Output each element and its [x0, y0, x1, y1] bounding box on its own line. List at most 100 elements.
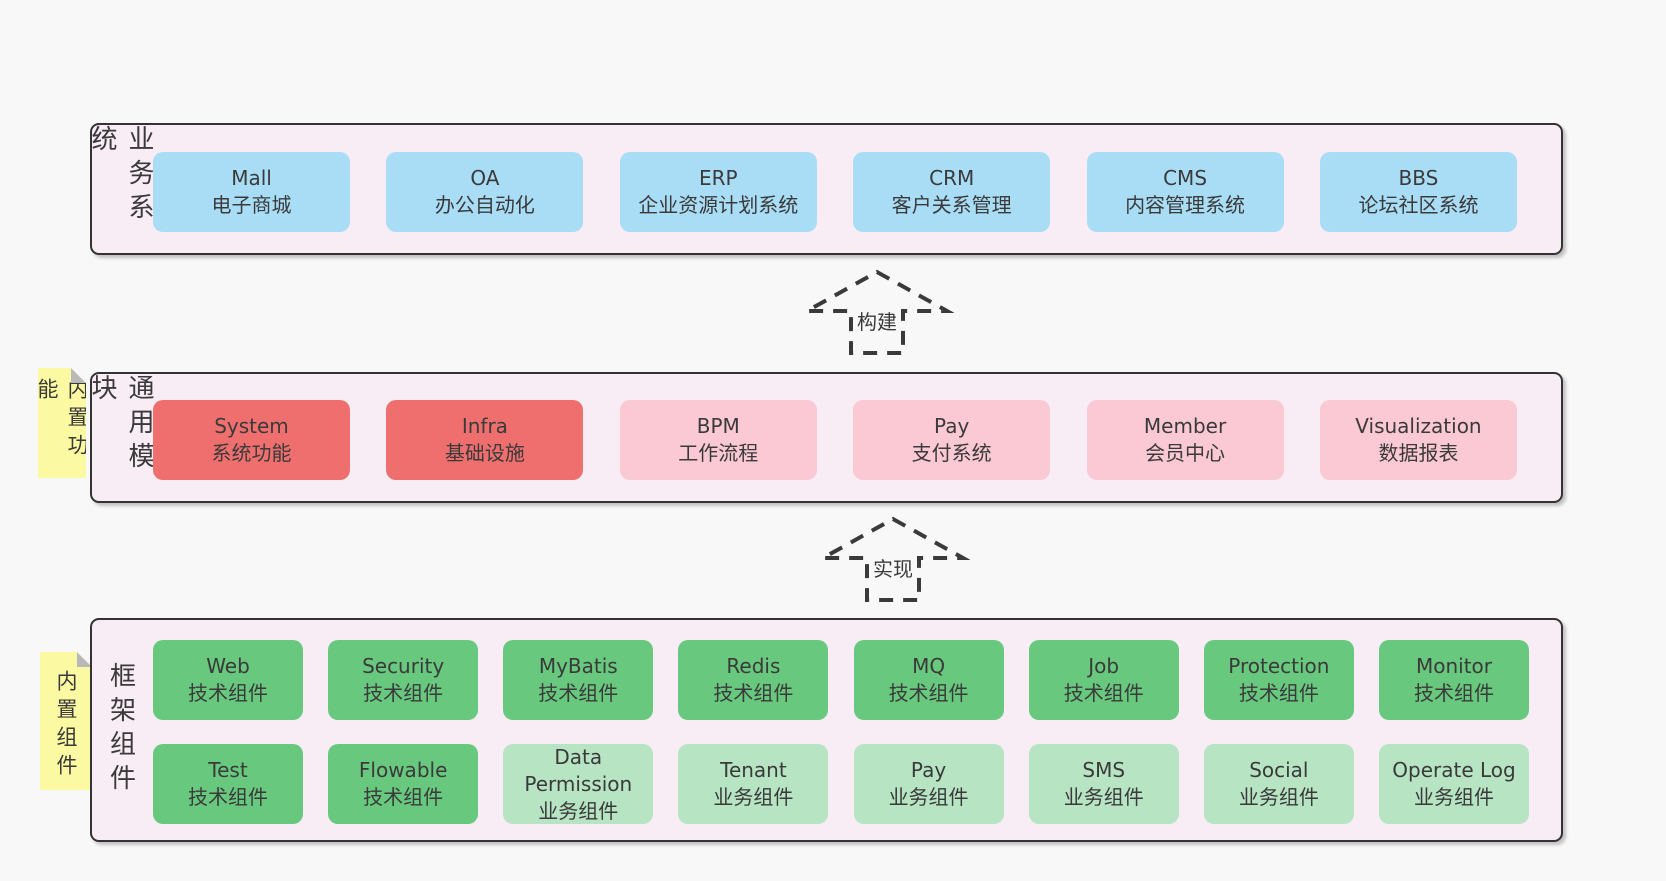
box-monitor: Monitor 技术组件	[1378, 640, 1529, 720]
box-title: ERP	[698, 166, 738, 190]
box-subtitle: 技术组件	[188, 681, 268, 705]
box-subtitle: 技术组件	[713, 681, 794, 705]
box-bpm: BPM 工作流程	[619, 400, 817, 480]
box-subtitle: 企业资源计划系统	[638, 193, 799, 217]
box-title: MQ	[912, 654, 946, 678]
box-subtitle: 系统功能	[211, 441, 292, 465]
box-data-permission: Data Permission 业务组件	[503, 744, 654, 824]
box-title: Web	[206, 654, 250, 678]
box-flowable: Flowable 技术组件	[328, 744, 479, 824]
box-title: BBS	[1398, 166, 1439, 190]
framework-components-row-1: Web 技术组件 Security 技术组件 MyBatis 技术组件 Redi…	[153, 640, 1529, 720]
box-protection: Protection 技术组件	[1203, 640, 1354, 720]
box-bbs: BBS 论坛社区系统	[1319, 152, 1517, 232]
box-subtitle: 技术组件	[1238, 681, 1319, 705]
box-subtitle: 技术组件	[188, 785, 268, 809]
band-business-systems-label: 业务系统	[87, 125, 154, 227]
box-member: Member 会员中心	[1086, 400, 1284, 480]
box-subtitle: 客户关系管理	[891, 193, 1012, 217]
box-subtitle: 技术组件	[1413, 681, 1494, 705]
box-title: Tenant	[720, 758, 787, 782]
band-common-modules-label: 通用模块	[87, 374, 154, 476]
box-subtitle: 技术组件	[1063, 681, 1144, 705]
box-title: Flowable	[358, 758, 448, 782]
business-systems-row: Mall 电子商城 OA 办公自动化 ERP 企业资源计划系统 CRM 客户关系…	[153, 152, 1517, 232]
box-title: Operate Log	[1392, 758, 1516, 782]
arrow-implement: 实现	[816, 514, 970, 606]
box-pay-module: Pay 支付系统	[853, 400, 1051, 480]
box-subtitle: 工作流程	[678, 441, 759, 465]
box-subtitle: 技术组件	[363, 785, 444, 809]
box-title: MyBatis	[538, 654, 618, 678]
box-subtitle: 业务组件	[538, 798, 619, 823]
box-visualization: Visualization 数据报表	[1319, 400, 1517, 480]
band-framework-components: 框架组件 Web 技术组件 Security 技术组件 MyBatis 技术组件…	[90, 618, 1563, 842]
box-subtitle: 技术组件	[538, 681, 619, 705]
box-title: Pay	[934, 414, 970, 438]
box-subtitle: 支付系统	[911, 441, 992, 465]
box-title: Protection	[1228, 654, 1330, 678]
arrow-implement-label: 实现	[871, 557, 915, 581]
box-subtitle: 业务组件	[1413, 785, 1494, 809]
arrow-build-label: 构建	[855, 310, 899, 334]
box-subtitle: 业务组件	[713, 785, 794, 809]
box-title: Data Permission	[524, 744, 633, 796]
box-title: BPM	[696, 414, 740, 438]
box-title: SMS	[1082, 758, 1126, 782]
up-block-arrow-icon	[816, 516, 970, 602]
box-title: Visualization	[1355, 414, 1482, 438]
sticky-built-in-components: 内置组件	[40, 652, 92, 790]
box-title: Mall	[231, 166, 272, 190]
band-common-modules: 通用模块 System 系统功能 Infra 基础设施 BPM 工作流程 Pay…	[87, 372, 1563, 503]
box-tenant: Tenant 业务组件	[678, 744, 829, 824]
box-title: Pay	[910, 758, 947, 782]
box-title: System	[214, 414, 289, 438]
box-title: CMS	[1163, 166, 1208, 190]
up-block-arrow-icon	[800, 269, 954, 355]
box-subtitle: 业务组件	[1238, 785, 1319, 809]
box-title: Social	[1249, 758, 1309, 782]
sticky-built-in-features-label: 内置功能	[35, 378, 89, 462]
box-web: Web 技术组件	[153, 640, 303, 720]
box-title: Monitor	[1415, 654, 1492, 678]
box-social: Social 业务组件	[1203, 744, 1354, 824]
box-crm: CRM 客户关系管理	[853, 152, 1051, 232]
box-title: Security	[362, 654, 445, 678]
box-mq: MQ 技术组件	[853, 640, 1004, 720]
box-sms: SMS 业务组件	[1028, 744, 1179, 824]
box-operate-log: Operate Log 业务组件	[1378, 744, 1529, 824]
box-subtitle: 办公自动化	[434, 193, 535, 217]
sticky-built-in-features: 内置功能	[38, 368, 86, 478]
box-infra: Infra 基础设施	[386, 400, 584, 480]
box-title: Redis	[726, 654, 781, 678]
common-modules-row: System 系统功能 Infra 基础设施 BPM 工作流程 Pay 支付系统…	[153, 400, 1517, 480]
box-pay-component: Pay 业务组件	[853, 744, 1004, 824]
box-subtitle: 数据报表	[1378, 441, 1459, 465]
box-subtitle: 技术组件	[363, 681, 444, 705]
box-title: Test	[208, 758, 248, 782]
framework-components-row-2: Test 技术组件 Flowable 技术组件 Data Permission …	[153, 744, 1529, 824]
band-framework-components-label: 框架组件	[105, 662, 136, 798]
band-business-systems: 业务系统 Mall 电子商城 OA 办公自动化 ERP 企业资源计划系统 CRM…	[87, 123, 1563, 255]
box-mybatis: MyBatis 技术组件	[503, 640, 654, 720]
box-subtitle: 技术组件	[888, 681, 969, 705]
box-subtitle: 业务组件	[888, 785, 969, 809]
box-title: CRM	[929, 166, 975, 190]
box-redis: Redis 技术组件	[678, 640, 829, 720]
box-system: System 系统功能	[153, 400, 350, 480]
box-title: Job	[1088, 654, 1120, 678]
box-title: Member	[1143, 414, 1227, 438]
box-title: Infra	[461, 414, 508, 438]
box-subtitle: 内容管理系统	[1125, 193, 1246, 217]
box-job: Job 技术组件	[1028, 640, 1179, 720]
sticky-built-in-components-label: 内置组件	[54, 670, 78, 782]
box-test: Test 技术组件	[153, 744, 303, 824]
arrow-build: 构建	[800, 267, 954, 359]
box-security: Security 技术组件	[328, 640, 479, 720]
box-subtitle: 电子商城	[211, 193, 292, 217]
box-mall: Mall 电子商城	[153, 152, 350, 232]
box-subtitle: 论坛社区系统	[1358, 193, 1479, 217]
box-erp: ERP 企业资源计划系统	[619, 152, 817, 232]
box-subtitle: 业务组件	[1063, 785, 1144, 809]
box-oa: OA 办公自动化	[386, 152, 584, 232]
